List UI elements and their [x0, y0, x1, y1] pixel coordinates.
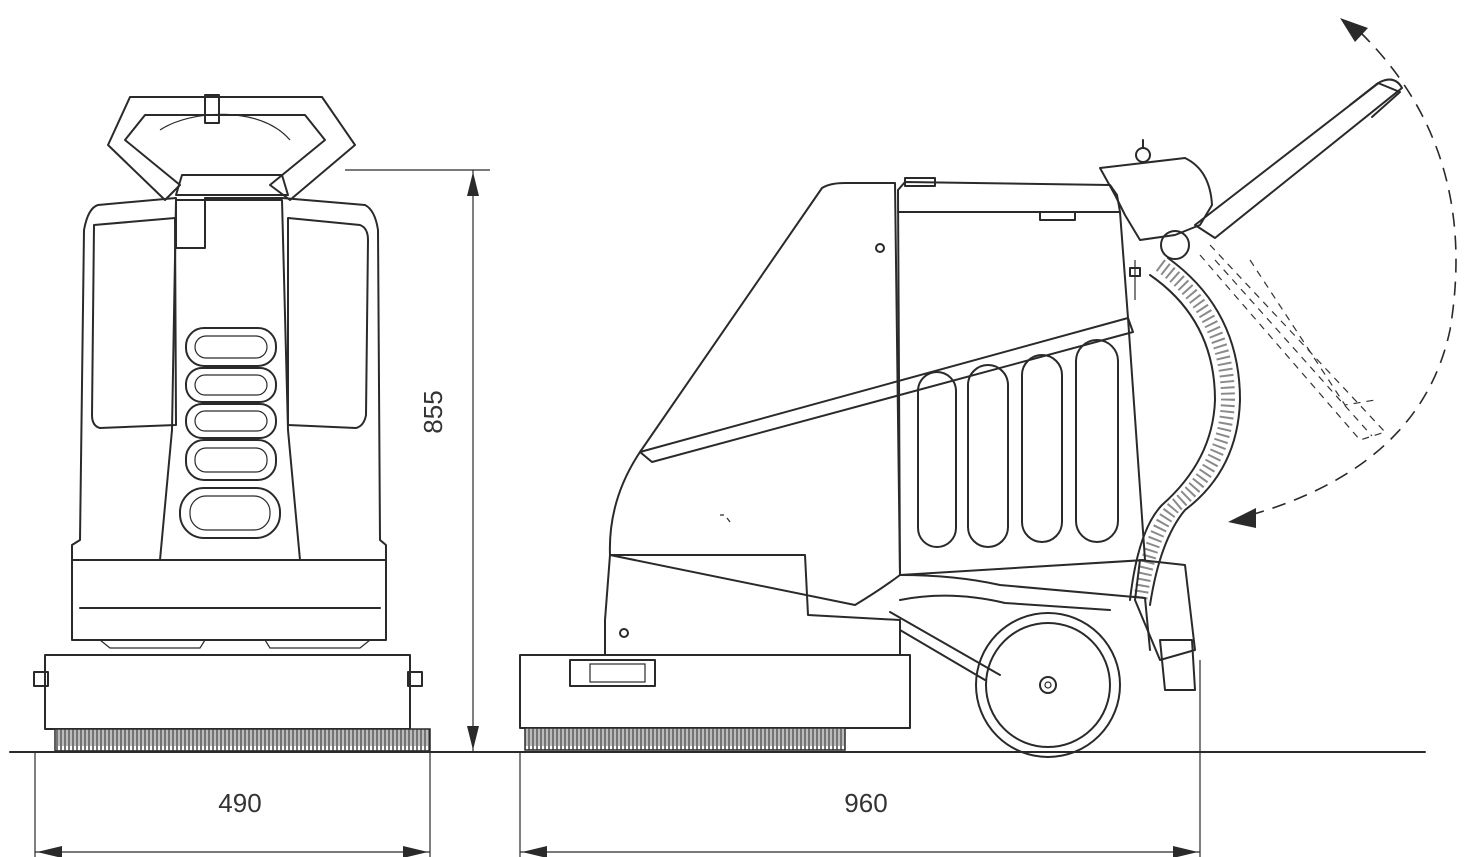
side-view: [519, 78, 1403, 758]
handle-swing: [1199, 18, 1457, 528]
side-lower-housing: [604, 554, 901, 656]
handle-knob: [204, 94, 220, 124]
side-hose: [1149, 257, 1241, 606]
side-length-label: 960: [844, 788, 887, 818]
side-axle-bracket: [889, 611, 1001, 681]
side-control-head: [1099, 157, 1213, 241]
side-handle-knob: [1160, 230, 1190, 260]
side-handle-bar: [1194, 78, 1403, 239]
front-vent-2: [185, 367, 277, 403]
front-brush: [54, 728, 431, 752]
handle-cable: [159, 113, 291, 141]
front-width-dimension: 490: [34, 752, 431, 857]
front-body-outer: [71, 197, 387, 641]
side-vent-2: [967, 364, 1009, 548]
swing-arrow-top: [1340, 18, 1368, 42]
front-vent-1: [185, 327, 277, 367]
front-vent-4: [185, 439, 277, 481]
height-label: 855: [418, 390, 448, 433]
swing-arrow-bottom: [1228, 508, 1256, 528]
front-handle: [107, 96, 356, 201]
front-view: [33, 94, 431, 752]
side-base-slot: [569, 659, 656, 687]
side-base: [519, 654, 911, 729]
side-stripe: [639, 317, 1134, 463]
side-brush: [524, 727, 846, 751]
front-left-panel: [91, 217, 177, 429]
side-vent-4: [1075, 339, 1119, 543]
side-front-shroud: [608, 182, 901, 606]
front-right-panel: [287, 217, 369, 429]
side-rear-bracket: [1134, 559, 1196, 661]
front-base: [44, 654, 411, 730]
front-width-label: 490: [218, 788, 261, 818]
side-length-dimension: 960: [519, 660, 1201, 857]
side-wheel: [975, 612, 1121, 758]
swing-arc: [1239, 31, 1457, 519]
height-dimension: 855: [345, 169, 490, 752]
front-vent-5: [179, 487, 281, 539]
front-vent-3: [185, 403, 277, 439]
side-vent-1: [917, 371, 957, 548]
side-vent-3: [1021, 354, 1063, 543]
front-console: [175, 174, 289, 196]
